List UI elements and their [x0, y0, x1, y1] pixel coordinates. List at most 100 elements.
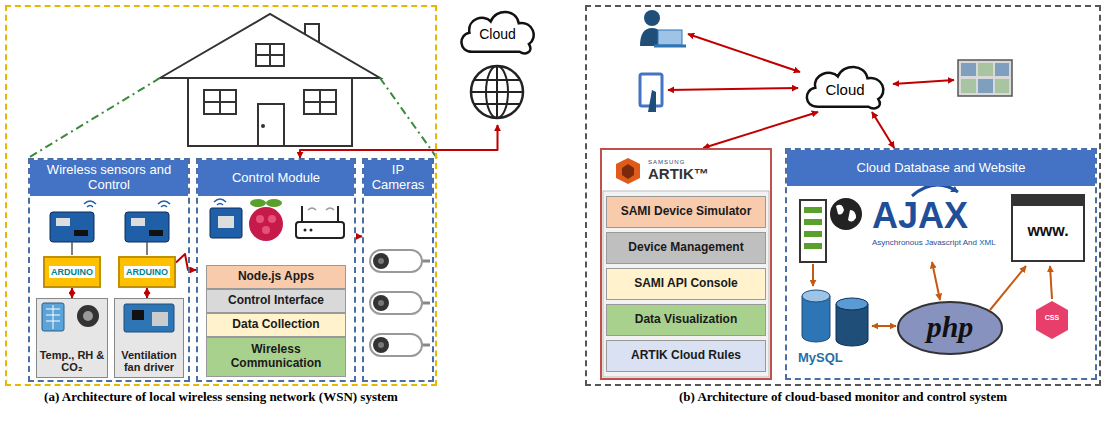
house-drawing-part [160, 14, 380, 78]
globe-icon [471, 66, 523, 118]
xbee-module-part [218, 216, 234, 228]
layer-text: Device Management [628, 241, 743, 255]
user-icon-part [644, 10, 660, 26]
connector-arrow [703, 112, 818, 148]
house-drawing [160, 14, 380, 146]
xbee-module-part [214, 199, 226, 205]
cloud-text: Cloud [800, 60, 890, 112]
layer-text: SAMI Device Simulator [621, 205, 752, 219]
house-drawing-part [188, 78, 352, 146]
cloud-shape: Cloud [455, 5, 540, 125]
sensor-illustration-part [77, 305, 99, 327]
web-server-icon-part [830, 198, 862, 230]
house-drawing-part [304, 90, 336, 114]
router-part [304, 229, 307, 232]
platform-layer: Data Visualization [606, 304, 766, 336]
platform-layer: Device Management [606, 232, 766, 264]
user-icon [640, 10, 686, 46]
sensor-illustration [36, 298, 108, 378]
mysql-database-icon [802, 290, 868, 346]
section-panel: IP Cameras [362, 158, 434, 382]
layer-text: SAMI API Console [634, 277, 738, 291]
ip-camera [370, 250, 430, 272]
php-logo [898, 302, 1002, 354]
artik-logo-part [622, 164, 634, 179]
arduino-board-part [56, 218, 70, 226]
arduino-board-part [71, 242, 73, 255]
router-part [308, 208, 334, 210]
connector-arrow [71, 288, 73, 298]
raspberry-pi [249, 199, 283, 241]
tablet-icon [640, 74, 662, 112]
house-drawing-part [258, 104, 284, 146]
php-logo-part [898, 302, 1002, 354]
cloud-link-arrows-part [688, 34, 800, 72]
connector-arrow [176, 254, 196, 270]
web-server-icon-part [804, 219, 822, 225]
web-server-icon-part [836, 205, 856, 222]
fan-driver-illustration-part [124, 304, 174, 332]
arduino-text: ARDUINO [124, 266, 170, 278]
raspberry-pi-part [262, 226, 270, 234]
raspberry-pi-part [266, 199, 282, 207]
web-server-icon-part [804, 207, 822, 213]
house-drawing-part [204, 90, 236, 114]
fan-driver-illustration-part [152, 312, 168, 326]
cloud-link-arrows [668, 34, 954, 90]
xbee-module-part [210, 208, 242, 238]
web-stack-arrows-part [932, 262, 940, 300]
sensor-illustration-part [46, 305, 60, 329]
ip-camera-part [378, 300, 384, 306]
ajax-arc [912, 185, 958, 196]
arduino-board-part [131, 218, 145, 226]
xbee-module [210, 199, 242, 238]
ip-camera-part [378, 342, 384, 348]
monitor-wall-icon-part [978, 79, 993, 93]
figure-caption: (a) Architecture of local wireless sensi… [7, 389, 435, 405]
arduino-board-part [50, 212, 94, 242]
house-drawing-part [256, 44, 284, 66]
monitor-wall-icon-part [961, 63, 976, 76]
layer-text: Node.js Apps [238, 270, 314, 284]
artik-stack-ground [603, 191, 769, 377]
browser-window-icon [1012, 195, 1084, 261]
web-stack-arrows-part [1050, 266, 1052, 299]
monitor-wall-icon-part [958, 60, 1012, 96]
logo-subtitle: Asynchronous Javascript And XML [872, 238, 996, 247]
router-part [296, 222, 344, 238]
sensor-illustration-part [36, 298, 108, 378]
box-text: Ventilation fan driver [117, 349, 181, 374]
layer-text: Wireless Communication [211, 343, 341, 371]
cloud-shape: Cloud [800, 60, 890, 112]
router [296, 206, 344, 238]
arduino-board [50, 201, 96, 255]
sensor-illustration-part [83, 311, 93, 321]
ajax-arc-part [912, 185, 958, 196]
mysql-database-icon-part [802, 290, 830, 302]
monitor-wall-icon-part [995, 63, 1009, 76]
scope-lines-part [28, 78, 437, 158]
ip-camera-part [370, 292, 422, 314]
panel-header: IP Cameras [364, 160, 432, 196]
web-server-icon-part [804, 243, 822, 249]
layer-text: Data Visualization [635, 313, 737, 327]
raspberry-pi-part [256, 215, 264, 223]
figure-caption: (b) Architecture of cloud-based monitor … [587, 389, 1099, 405]
system-frame: (b) Architecture of cloud-based monitor … [585, 5, 1101, 386]
section-panel: Wireless sensors and ControlARDUINOARDUI… [28, 158, 190, 382]
artik-stack-ground-part [603, 191, 769, 377]
css-logo [1036, 301, 1068, 339]
user-icon-part [654, 45, 686, 48]
platform-layer: SAMI Device Simulator [606, 196, 766, 228]
system-frame: (a) Architecture of local wireless sensi… [5, 5, 437, 386]
mysql-database-icon-part [802, 296, 830, 342]
arduino-label: ARDUINO [43, 256, 101, 288]
brand-text: SAMSUNG [648, 159, 770, 165]
web-stack-arrows-part [872, 325, 896, 327]
ip-camera [370, 334, 430, 356]
fan-driver-illustration-part [132, 310, 144, 320]
arduino-board [125, 201, 170, 255]
ip-camera-part [373, 253, 389, 269]
layer-text: Data Collection [232, 318, 319, 332]
